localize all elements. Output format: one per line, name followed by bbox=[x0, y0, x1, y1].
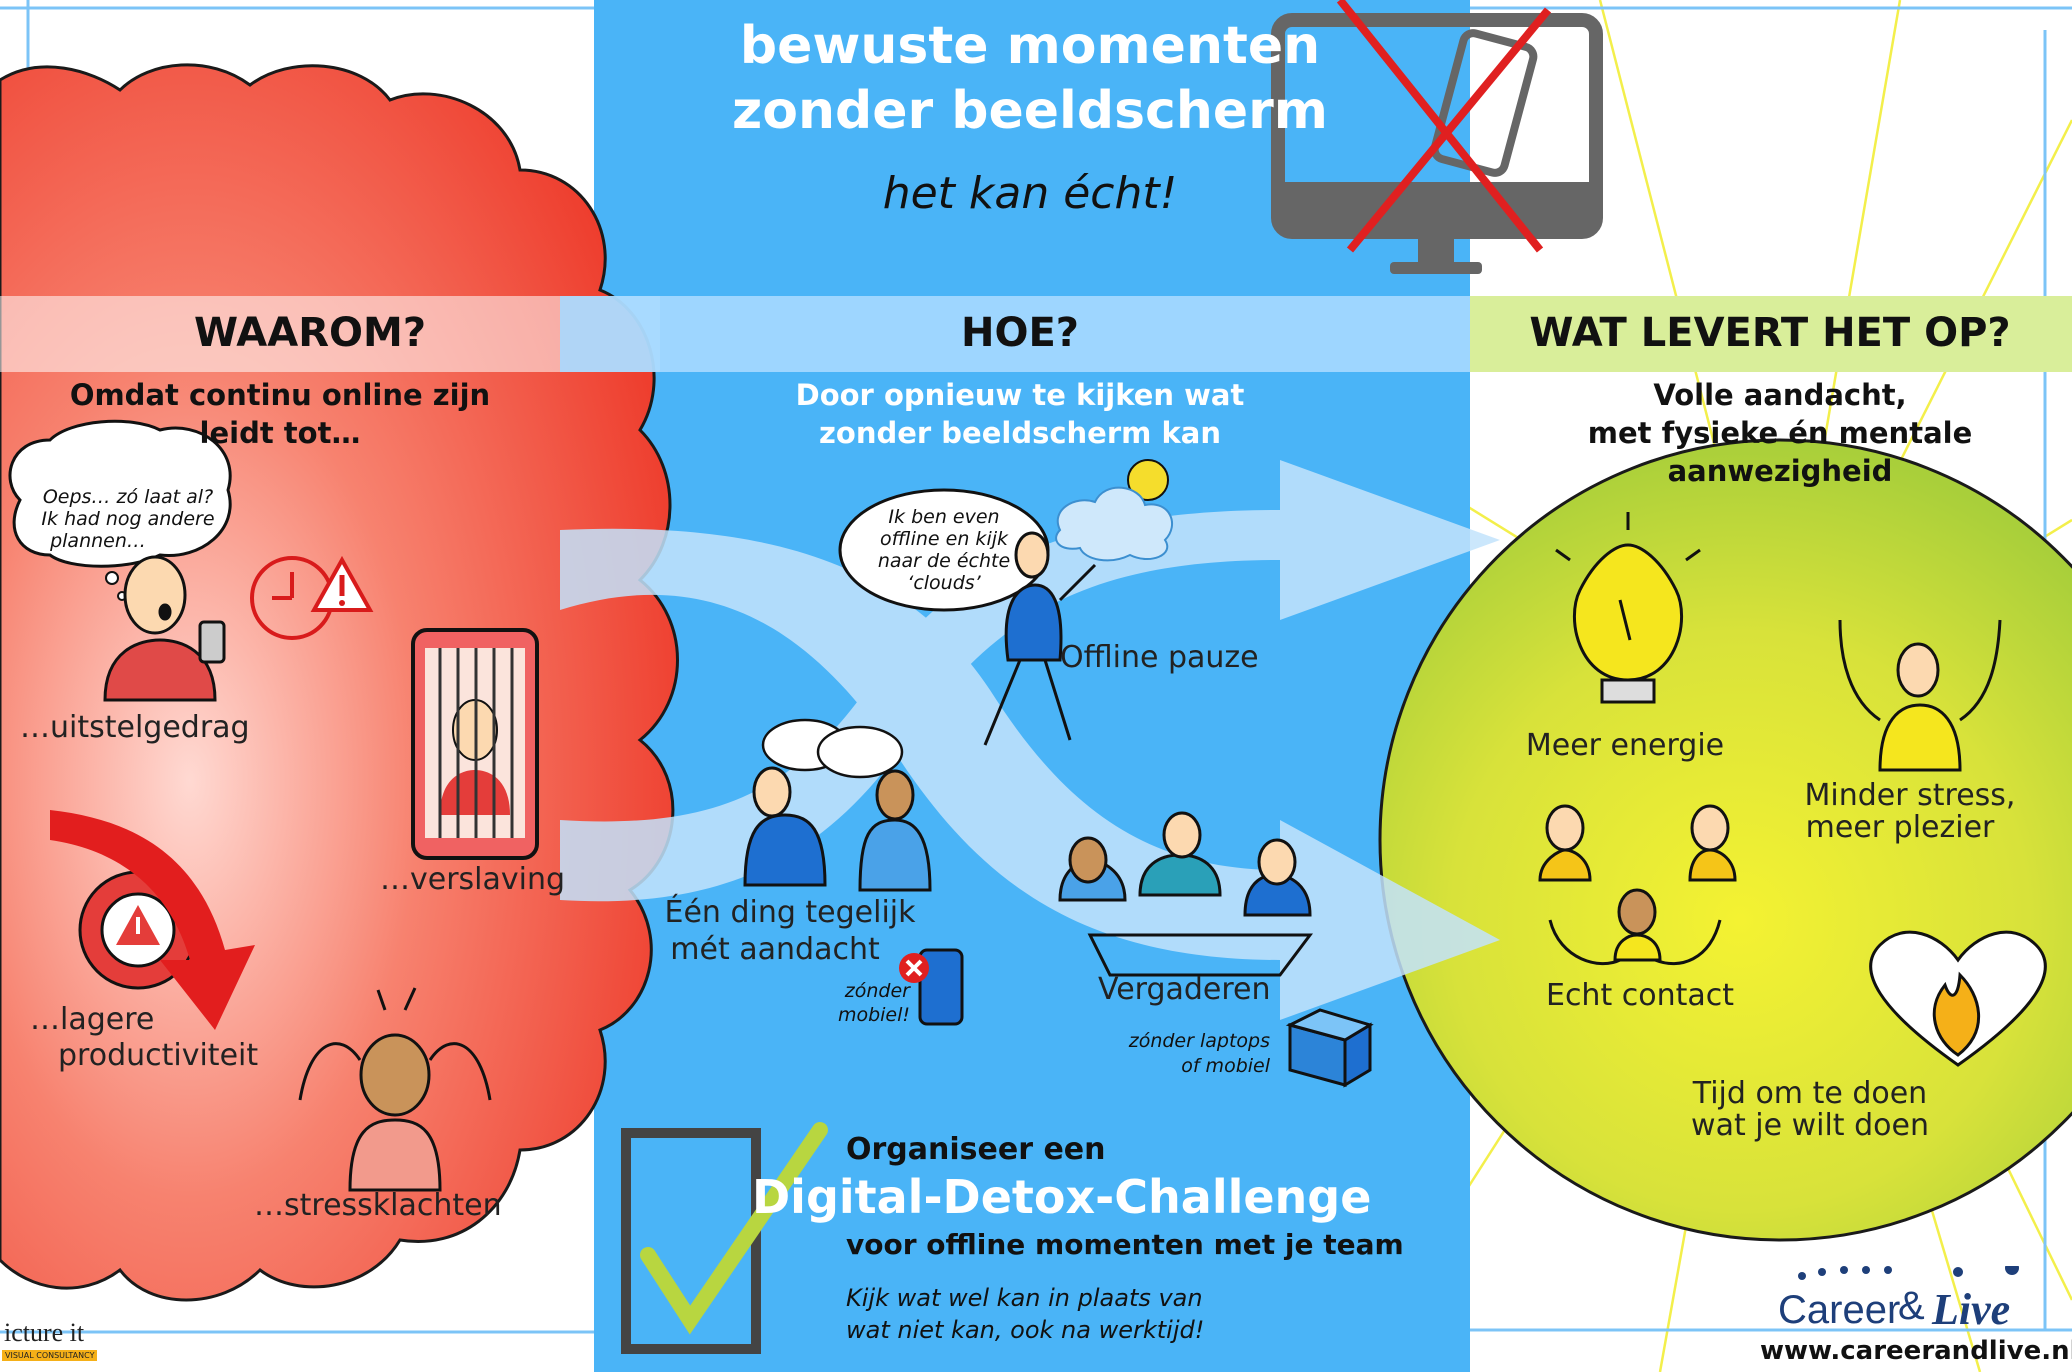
walking-person-icon bbox=[983, 531, 1097, 746]
right-item-stress-line1: Minder stress, bbox=[1804, 778, 2016, 813]
cta-subtitle: voor offline momenten met je team bbox=[846, 1228, 1404, 1261]
middle-item-vergaderen-note-line2: of mobiel bbox=[1181, 1055, 1270, 1077]
right-item-stress-line2: meer plezier bbox=[1805, 810, 1995, 845]
picture-it-subtext: VISUAL CONSULTANCY bbox=[2, 1350, 98, 1361]
heading-wat-levert: WAT LEVERT HET OP? bbox=[1529, 310, 2011, 356]
left-item-uitstelgedrag: …uitstelgedrag bbox=[20, 710, 250, 745]
cloud-sun-icon bbox=[1055, 459, 1174, 562]
heading-waarom: WAAROM? bbox=[193, 310, 427, 356]
logo-word-live: Live bbox=[1932, 1285, 2011, 1334]
logo-word-career: Career bbox=[1778, 1288, 1901, 1332]
middle-intro-line2: zonder beeldscherm kan bbox=[819, 416, 1221, 450]
picture-it-logo: icture it VISUAL CONSULTANCY bbox=[0, 1318, 100, 1372]
left-item-stressklachten: …stressklachten bbox=[254, 1188, 502, 1223]
cta-intro: Organiseer een bbox=[846, 1132, 1106, 1167]
middle-item-vergaderen-note-line1: zónder laptops bbox=[1128, 1030, 1270, 1052]
logo-dots bbox=[1798, 1266, 2019, 1280]
cta-note-line2: wat niet kan, ook na werktijd! bbox=[846, 1316, 1205, 1344]
procrastinating-person-icon bbox=[103, 555, 226, 702]
right-item-energie: Meer energie bbox=[1525, 728, 1725, 763]
meeting-table-icon bbox=[1058, 811, 1313, 977]
chat-bubbles-icon bbox=[761, 718, 904, 779]
left-bubble-line1: Oeps… zó laat al? bbox=[42, 486, 214, 508]
down-arrow-icon bbox=[50, 810, 255, 1030]
middle-item-een-ding-note-line2: mobiel! bbox=[837, 1004, 910, 1026]
middle-item-vergaderen: Vergaderen bbox=[1098, 972, 1271, 1007]
left-item-productiviteit-line2: productiviteit bbox=[58, 1038, 259, 1073]
clock-icon bbox=[250, 556, 334, 640]
right-item-contact: Echt contact bbox=[1545, 978, 1735, 1013]
picture-it-text: icture it bbox=[4, 1318, 85, 1347]
middle-bubble-line4: ‘clouds’ bbox=[907, 572, 981, 594]
warning-icon bbox=[310, 555, 374, 612]
right-item-tijd-line1: Tijd om te doen bbox=[1692, 1076, 1928, 1111]
monitor-crossed-icon bbox=[1271, 0, 1603, 274]
right-intro-line1: Volle aandacht, bbox=[1653, 378, 1907, 412]
main-title-line1: bewuste momenten bbox=[739, 16, 1321, 76]
website-link[interactable]: www.careerandlive.nl bbox=[1760, 1336, 2072, 1366]
left-item-verslaving: …verslaving bbox=[380, 862, 566, 897]
red-cloud bbox=[0, 63, 679, 1302]
cta-note-line1: Kijk wat wel kan in plaats van bbox=[846, 1284, 1203, 1312]
tagline: het kan écht! bbox=[882, 168, 1178, 219]
left-bubble-line2: Ik had nog andere bbox=[41, 508, 215, 530]
middle-item-een-ding-note-line1: zónder bbox=[844, 980, 910, 1002]
heart-flame-icon bbox=[1869, 930, 2047, 1067]
two-people-talking-icon bbox=[743, 766, 932, 892]
checkbox-check-icon bbox=[621, 1122, 828, 1354]
heading-hoe: HOE? bbox=[960, 310, 1079, 356]
left-bubble-line3: plannen… bbox=[50, 530, 146, 552]
stressed-person-icon bbox=[298, 987, 492, 1192]
phone-crossed-icon bbox=[899, 948, 964, 1026]
box-icon bbox=[1285, 1008, 1374, 1088]
middle-intro-line1: Door opnieuw te kijken wat bbox=[795, 378, 1245, 412]
right-item-tijd-line2: wat je wilt doen bbox=[1691, 1108, 1929, 1143]
middle-bubble-line3: naar de échte bbox=[877, 550, 1011, 572]
career-live-logo: Career & Live bbox=[1762, 1266, 2062, 1334]
logo-ampersand: & bbox=[1898, 1284, 1925, 1328]
middle-bubble-line2: offline en kijk bbox=[880, 528, 1008, 550]
speech-bubble-icon bbox=[8, 419, 232, 601]
jail-phone-icon bbox=[411, 628, 539, 860]
middle-item-een-ding-line2: mét aandacht bbox=[670, 932, 880, 967]
right-intro-line3: aanwezigheid bbox=[1667, 454, 1893, 488]
right-intro-line2: met fysieke én mentale bbox=[1587, 416, 1973, 450]
holding-hands-icon bbox=[1538, 804, 1737, 966]
middle-item-een-ding-line1: Één ding tegelijk bbox=[664, 895, 916, 930]
lightbulb-icon bbox=[1555, 512, 1701, 704]
middle-bubble-line1: Ik ben even bbox=[888, 506, 1000, 528]
left-item-productiviteit-line1: …lagere bbox=[30, 1002, 155, 1037]
cta-title: Digital-Detox-Challenge bbox=[752, 1170, 1372, 1224]
cheering-person-icon bbox=[1838, 619, 2002, 772]
middle-item-offline-pauze: Offline pauze bbox=[1060, 640, 1259, 675]
left-intro-line2: leidt tot… bbox=[199, 416, 361, 450]
left-intro-line1: Omdat continu online zijn bbox=[69, 378, 491, 412]
main-title-line2: zonder beeldscherm bbox=[732, 81, 1328, 141]
